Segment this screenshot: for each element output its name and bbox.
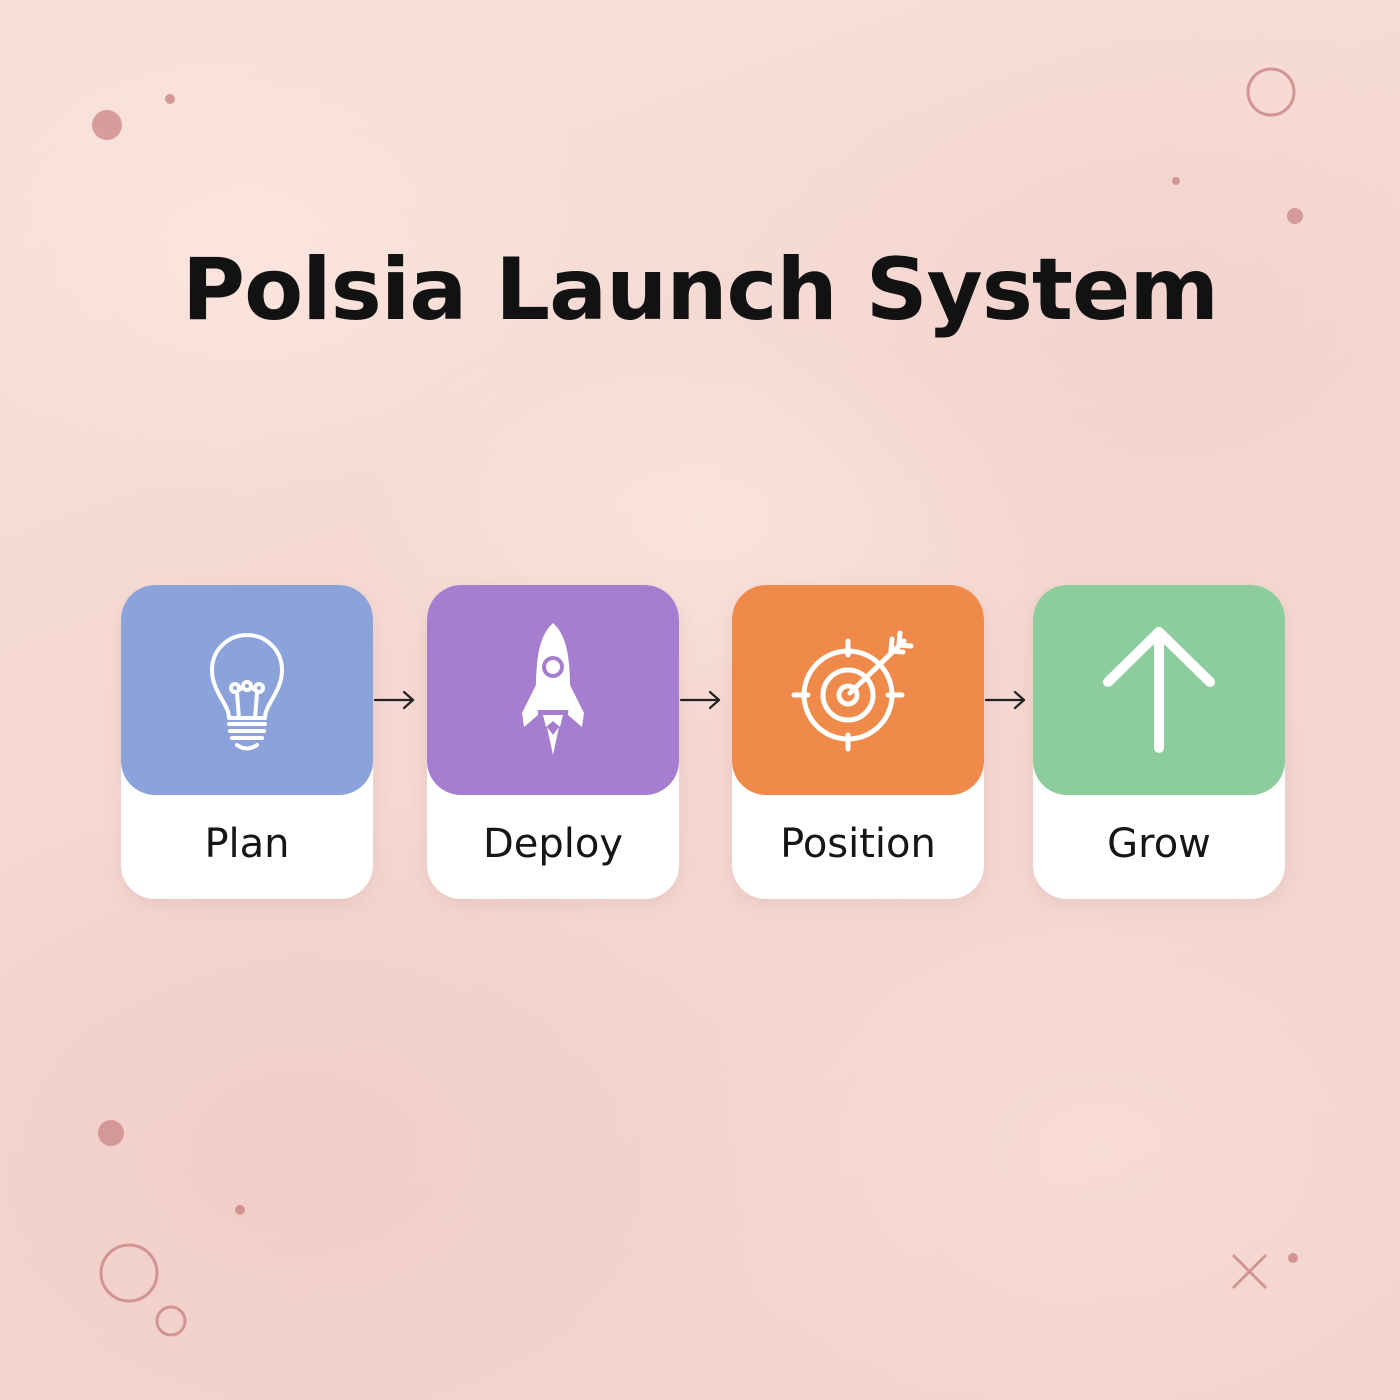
step-card-plan: Plan xyxy=(121,585,373,899)
connector-arrow xyxy=(984,690,1026,710)
decor-ring xyxy=(1246,67,1296,117)
step-label: Plan xyxy=(204,821,290,867)
page-title: Polsia Launch System xyxy=(182,240,1219,340)
decor-dot xyxy=(235,1205,245,1215)
decor-dot xyxy=(1287,208,1303,224)
connector-arrow xyxy=(373,690,415,710)
step-header xyxy=(1033,585,1285,795)
step-header xyxy=(121,585,373,795)
decor-cross xyxy=(1231,1253,1268,1290)
step-label: Grow xyxy=(1107,821,1211,867)
step-card-deploy: Deploy xyxy=(427,585,679,899)
decor-dot xyxy=(165,94,175,104)
lightbulb-icon xyxy=(210,633,284,751)
target-icon xyxy=(791,630,914,752)
step-label: Position xyxy=(780,821,936,867)
arrow-up-icon xyxy=(1103,627,1215,753)
decor-dot xyxy=(98,1120,124,1146)
rocket-icon xyxy=(522,623,584,755)
decor-dot xyxy=(92,110,122,140)
step-card-grow: Grow xyxy=(1033,585,1285,899)
step-header xyxy=(427,585,679,795)
step-header xyxy=(732,585,984,795)
step-label: Deploy xyxy=(482,821,624,867)
decor-dot xyxy=(1172,177,1180,185)
connector-arrow xyxy=(679,690,721,710)
decor-ring xyxy=(99,1243,159,1303)
decor-dot xyxy=(1288,1253,1298,1263)
decor-ring xyxy=(155,1305,187,1337)
step-card-position: Position xyxy=(732,585,984,899)
